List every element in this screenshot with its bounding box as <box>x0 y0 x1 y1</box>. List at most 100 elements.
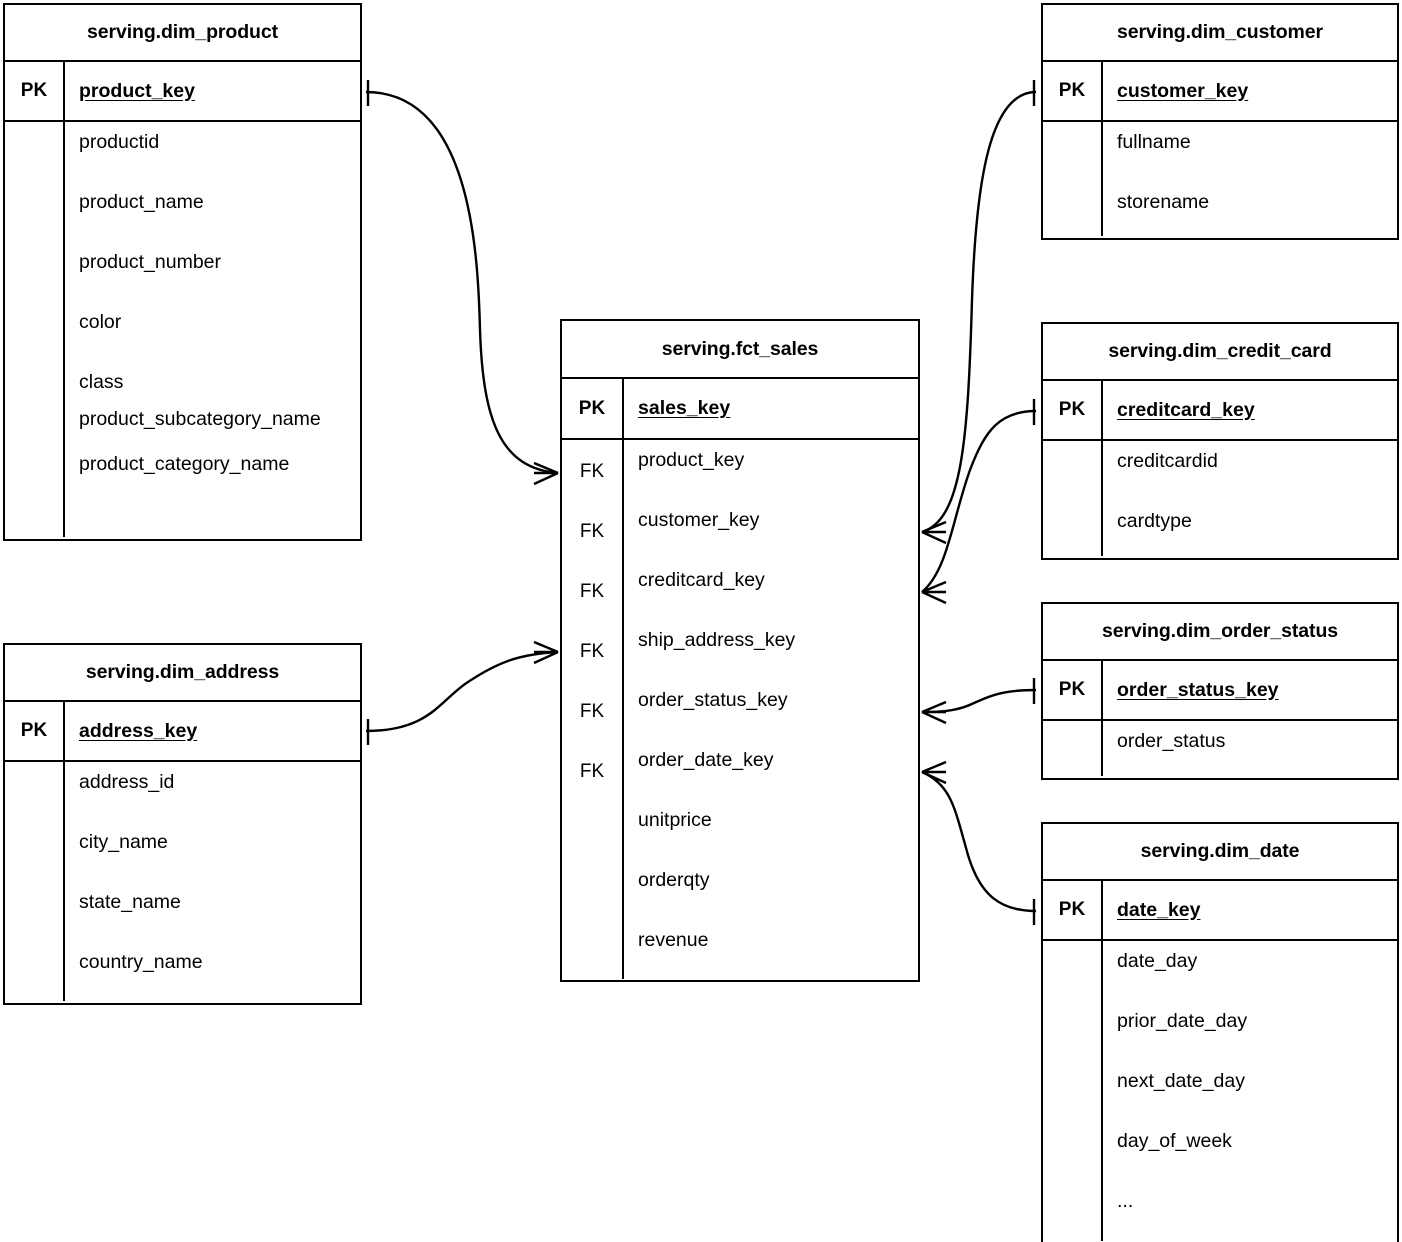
key-column <box>562 440 624 979</box>
field-list: address_id city_name state_name country_… <box>65 762 360 1001</box>
pk-field-name: sales_key <box>638 397 731 419</box>
relationship-creditcard <box>921 399 1037 605</box>
fk-badge: FK <box>579 641 605 662</box>
field-row: state_name <box>79 891 181 913</box>
key-column <box>1043 122 1103 236</box>
field-row: product_key <box>638 449 745 471</box>
field-body: creditcardid cardtype <box>1043 441 1397 556</box>
field-row: day_of_week <box>1117 1130 1232 1152</box>
pk-row: PK order_status_key <box>1043 661 1397 721</box>
pk-field-name: address_key <box>79 719 198 742</box>
entity-dim-date[interactable]: serving.dim_date PK date_key date_day pr… <box>1041 822 1399 1242</box>
pk-row: PK creditcard_key <box>1043 381 1397 441</box>
crowsfoot-customer <box>921 520 947 545</box>
entity-title: serving.dim_address <box>5 645 360 702</box>
pk-badge: PK <box>5 702 65 760</box>
pk-badge: PK <box>562 379 624 438</box>
key-column <box>1043 941 1103 1241</box>
field-row: creditcard_key <box>638 569 765 591</box>
field-row: revenue <box>638 929 709 951</box>
pk-badge: PK <box>1043 661 1103 719</box>
field-body: product_key customer_key creditcard_key … <box>562 440 918 979</box>
field-row: country_name <box>79 951 203 973</box>
field-row: customer_key <box>638 509 760 531</box>
field-row: orderqty <box>638 869 710 891</box>
fk-badge: FK <box>579 701 605 722</box>
entity-title: serving.dim_date <box>1043 824 1397 881</box>
pk-badge: PK <box>5 62 65 120</box>
field-row: order_date_key <box>638 749 774 771</box>
crowsfoot-orderstatus <box>921 700 947 725</box>
field-row: creditcardid <box>1117 450 1218 472</box>
entity-title: serving.fct_sales <box>562 321 918 379</box>
entity-dim-customer[interactable]: serving.dim_customer PK customer_key ful… <box>1041 3 1399 240</box>
crowsfoot-date <box>921 760 947 785</box>
field-row: order_status <box>1117 730 1226 752</box>
relationship-orderstatus <box>921 678 1037 725</box>
field-row: product_number <box>79 251 222 273</box>
pk-field-name: product_key <box>79 79 195 102</box>
key-column <box>5 762 65 1001</box>
field-row: color <box>79 311 122 333</box>
field-row: productid <box>79 131 160 153</box>
fk-badge: FK <box>579 461 605 482</box>
pk-row: PK product_key <box>5 62 360 122</box>
entity-title: serving.dim_credit_card <box>1043 324 1397 381</box>
field-list: productid product_name product_number co… <box>65 122 360 537</box>
entity-dim-address[interactable]: serving.dim_address PK address_key addre… <box>3 643 362 1005</box>
crowsfoot-creditcard <box>921 580 947 605</box>
field-row: next_date_day <box>1117 1070 1245 1092</box>
entity-dim-credit-card[interactable]: serving.dim_credit_card PK creditcard_ke… <box>1041 322 1399 560</box>
field-row: city_name <box>79 831 168 853</box>
field-body: productid product_name product_number co… <box>5 122 360 537</box>
relationship-address <box>365 640 559 745</box>
field-row: cardtype <box>1117 510 1192 532</box>
fk-badge: FK <box>579 761 605 782</box>
field-row: ship_address_key <box>638 629 796 651</box>
key-column <box>1043 721 1103 776</box>
entity-fct-sales[interactable]: serving.fct_sales PK sales_key product_k… <box>560 319 920 982</box>
field-body: fullname storename <box>1043 122 1397 236</box>
field-body: address_id city_name state_name country_… <box>5 762 360 1001</box>
field-row: address_id <box>79 771 175 793</box>
field-row: product_subcategory_name <box>79 408 321 430</box>
field-list: order_status <box>1103 721 1397 776</box>
relationship-product <box>365 80 559 486</box>
crowsfoot-address <box>533 640 559 665</box>
key-column <box>1043 441 1103 556</box>
fk-badge: FK <box>579 521 605 542</box>
pk-row: PK date_key <box>1043 881 1397 941</box>
crowsfoot-product <box>533 461 559 486</box>
key-column <box>5 122 65 537</box>
relationship-date <box>921 760 1037 925</box>
pk-badge: PK <box>1043 62 1103 120</box>
field-list: product_key customer_key creditcard_key … <box>624 440 918 979</box>
entity-title: serving.dim_product <box>5 5 360 62</box>
field-row: prior_date_day <box>1117 1010 1248 1032</box>
pk-row: PK sales_key <box>562 379 918 440</box>
pk-field-name: date_key <box>1117 898 1201 921</box>
entity-dim-product[interactable]: serving.dim_product PK product_key produ… <box>3 3 362 541</box>
relationship-customer <box>921 80 1037 545</box>
field-row: class <box>79 371 124 393</box>
field-list: creditcardid cardtype <box>1103 441 1397 556</box>
field-row: ... <box>1117 1190 1134 1212</box>
fk-badge: FK <box>579 581 605 602</box>
field-row: product_name <box>79 191 204 213</box>
pk-field-name: customer_key <box>1117 79 1249 102</box>
entity-title: serving.dim_order_status <box>1043 604 1397 661</box>
pk-field-name: creditcard_key <box>1117 398 1255 421</box>
pk-field-name: order_status_key <box>1117 678 1279 701</box>
field-body: date_day prior_date_day next_date_day da… <box>1043 941 1397 1241</box>
entity-dim-order-status[interactable]: serving.dim_order_status PK order_status… <box>1041 602 1399 780</box>
pk-badge: PK <box>1043 881 1103 939</box>
field-row: unitprice <box>638 809 712 831</box>
field-row: product_category_name <box>79 453 290 475</box>
field-list: date_day prior_date_day next_date_day da… <box>1103 941 1397 1241</box>
pk-row: PK customer_key <box>1043 62 1397 122</box>
field-row: date_day <box>1117 950 1198 972</box>
pk-badge: PK <box>1043 381 1103 439</box>
field-row: fullname <box>1117 131 1191 153</box>
field-row: storename <box>1117 191 1210 213</box>
